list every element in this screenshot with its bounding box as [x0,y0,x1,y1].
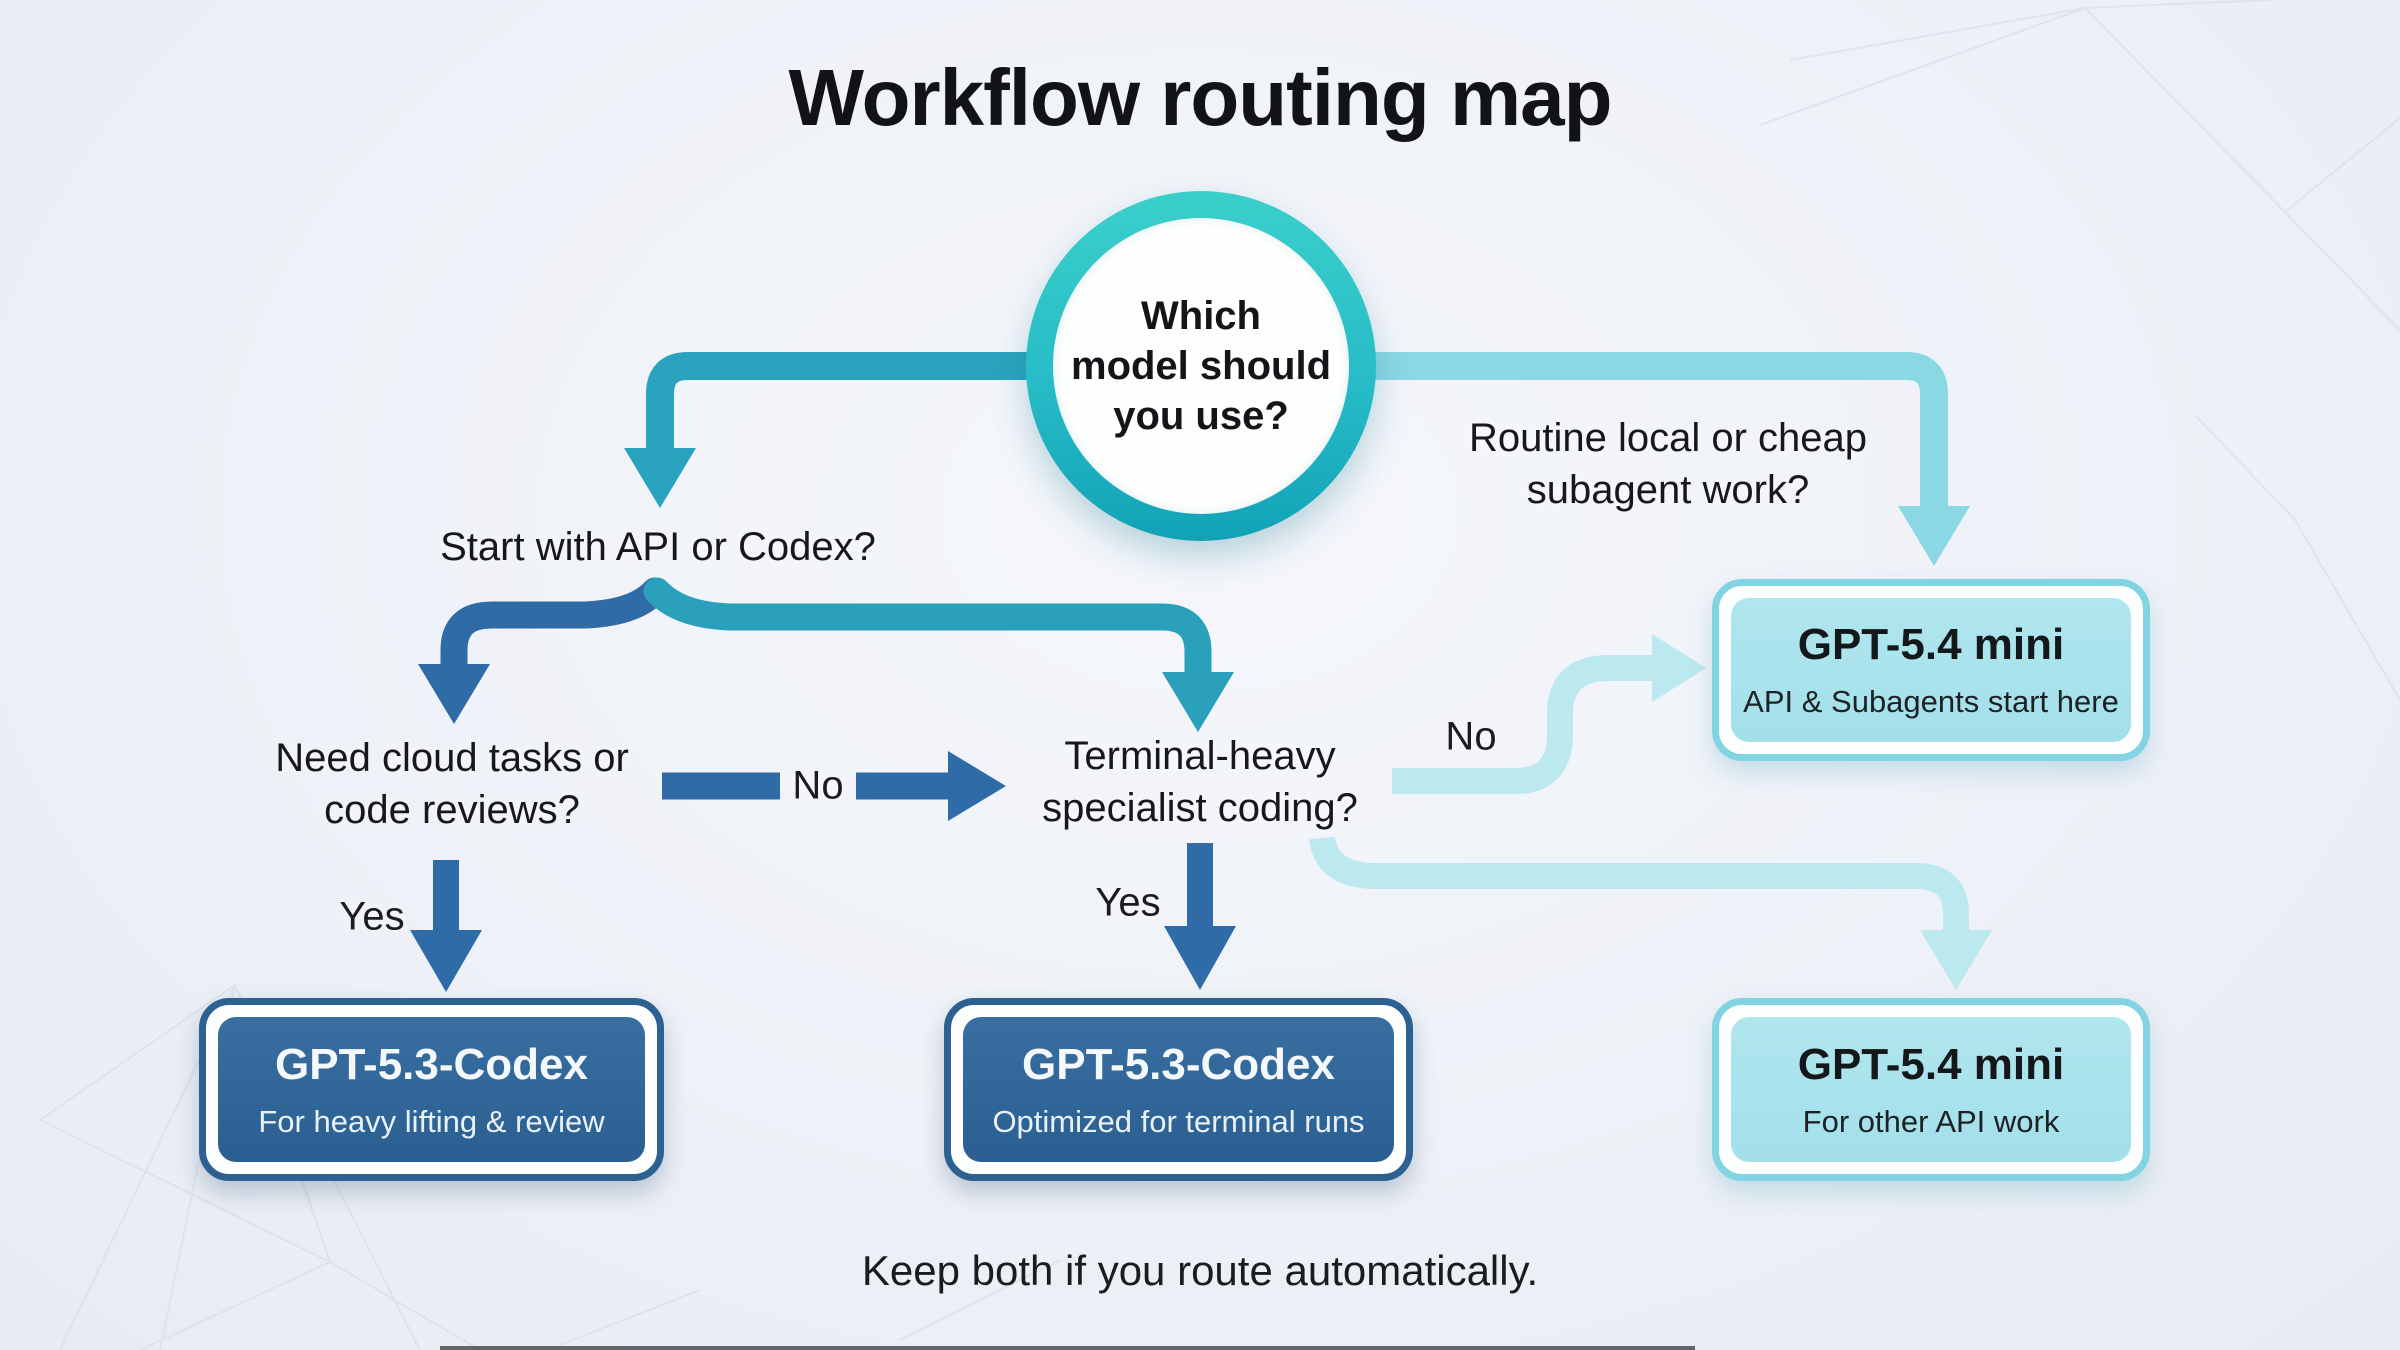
result-box-mini-start: GPT-5.4 mini API & Subagents start here [1712,579,2150,761]
question-cloud-tasks: Need cloud tasks or code reviews? [275,732,629,836]
label-no-terminal: No [1445,714,1497,759]
question-start-api-or-codex: Start with API or Codex? [440,525,876,569]
arrowhead-right-icon [1652,634,1706,702]
question-routine-line2: subagent work? [1526,468,1810,512]
question-terminal-line2: specialist coding? [1042,786,1358,830]
model-name: GPT-5.3-Codex [275,1039,588,1089]
arrowhead-down-icon [418,664,490,724]
root-question-line3: you use? [1113,394,1289,438]
result-box-codex-review: GPT-5.3-Codex For heavy lifting & review [199,998,664,1181]
question-routine-line1: Routine local or cheap [1468,416,1868,460]
model-name: GPT-5.3-Codex [1022,1039,1335,1089]
result-box-codex-terminal: GPT-5.3-Codex Optimized for terminal run… [944,998,1413,1181]
connector-cloud-yes-to-codex-review [410,860,482,992]
question-terminal-line1: Terminal-heavy [1064,734,1336,778]
connector-cloud-no-to-terminal [662,751,1006,821]
result-box-mini-other: GPT-5.4 mini For other API work [1712,998,2150,1181]
question-cloud-line2: code reviews? [324,788,580,832]
connector-root-to-mini-start [1362,352,1970,566]
model-description: For heavy lifting & review [258,1103,605,1139]
footer-caption: Keep both if you route automatically. [861,1247,1539,1294]
arrowhead-down-icon [1920,930,1992,990]
connector-terminal-yes-to-codex-terminal [1164,843,1236,990]
connector-start-to-cloud [418,577,669,724]
label-yes-terminal: Yes [1095,880,1161,925]
question-routine-subagent: Routine local or cheap subagent work? [1469,412,1867,516]
arrowhead-down-icon [624,448,696,508]
page-title: Workflow routing map [788,53,1613,142]
arrowhead-down-icon [1898,506,1970,566]
model-description: Optimized for terminal runs [992,1103,1365,1139]
arrowhead-down-icon [1164,926,1236,990]
root-decision-label: Which model should you use? [1053,218,1349,514]
label-no-cloud: No [792,763,844,808]
model-name: GPT-5.4 mini [1797,1039,2065,1089]
root-question-line2: model should [1071,344,1331,388]
model-name: GPT-5.4 mini [1797,620,2065,669]
bottom-edge-line [440,1346,1695,1350]
connector-start-to-terminal [643,577,1234,732]
label-yes-cloud: Yes [339,894,405,939]
connector-terminal-to-mini-other [1309,835,1992,990]
connector-root-to-start [624,352,1040,508]
arrowhead-down-icon [1162,672,1234,732]
root-question-line1: Which [1141,294,1261,338]
arrowhead-down-icon [410,930,482,992]
model-description: For other API work [1802,1103,2060,1139]
question-cloud-line1: Need cloud tasks or [275,736,629,780]
arrowhead-right-icon [948,751,1006,821]
connector-terminal-no-to-mini-start [1392,634,1706,794]
question-terminal-heavy: Terminal-heavy specialist coding? [1042,730,1358,834]
root-decision-node: Which model should you use? [1026,191,1376,541]
model-description: API & Subagents start here [1743,684,2119,719]
